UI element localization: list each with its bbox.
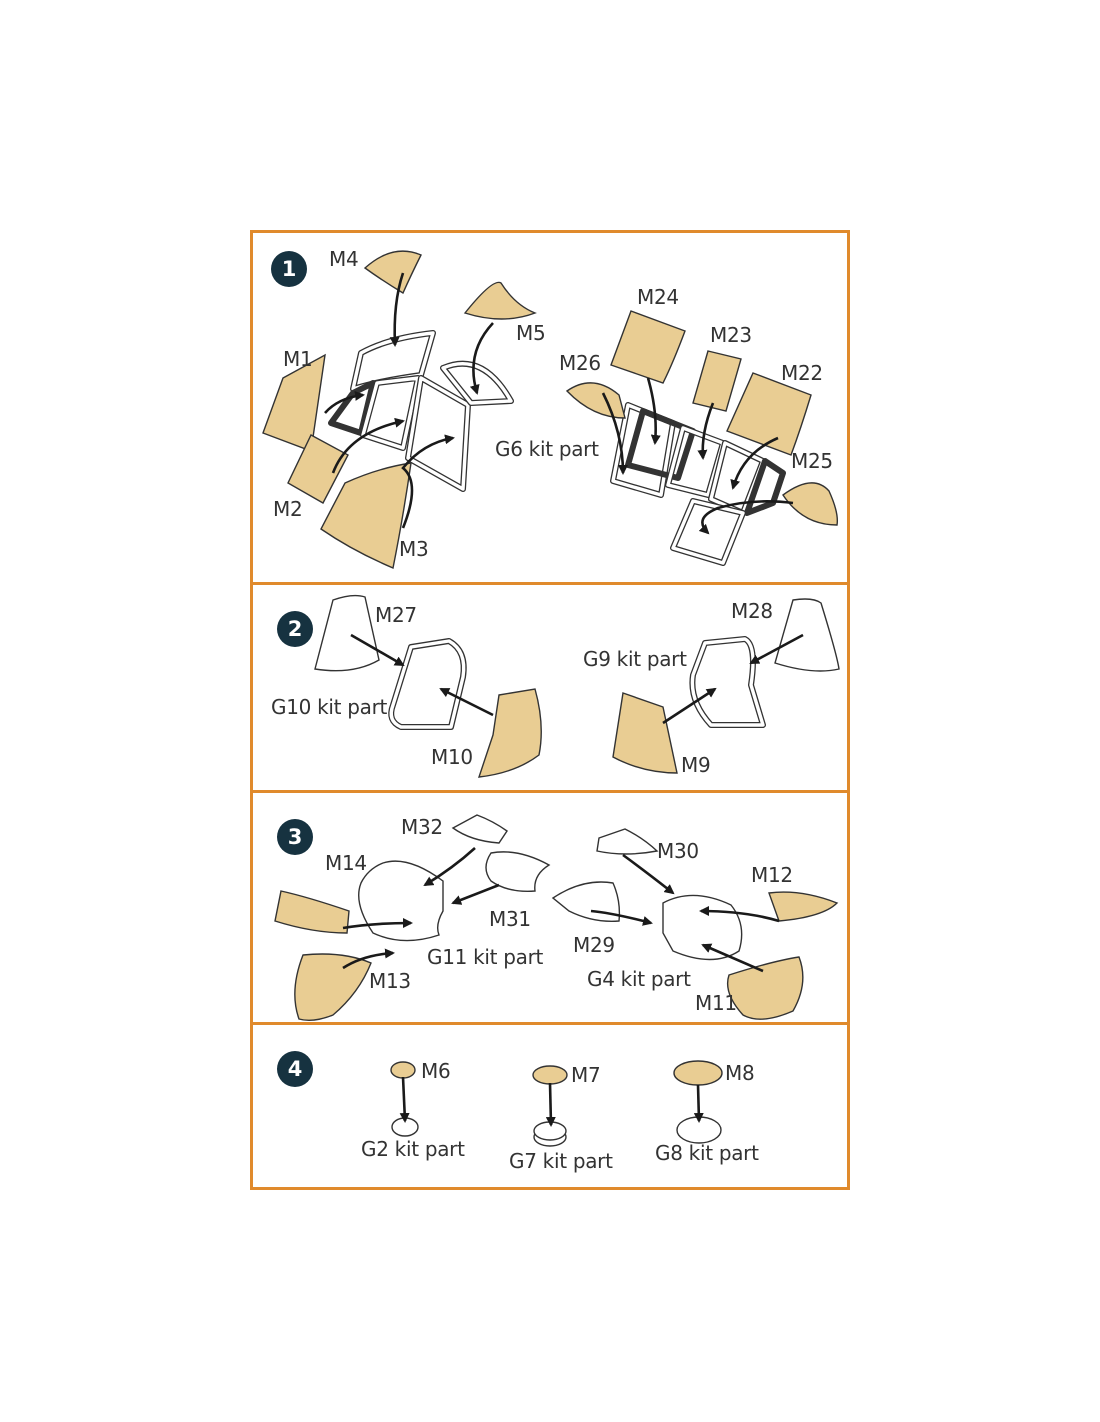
mask-m14 [274,890,350,934]
g7-kit-part [533,1121,567,1147]
step-badge: 4 [277,1051,313,1087]
instruction-sheet: 1 M4 M5 M1 M2 M3 M24 M23 M26 M22 M25 G6 … [250,230,850,1190]
label-g4-kit-part: G4 kit part [587,967,691,991]
g4-kit-part [662,894,743,961]
mask-m24 [610,310,686,384]
label-m9: M9 [681,753,711,777]
label-m3: M3 [399,537,429,561]
label-m10: M10 [431,745,473,769]
label-m6: M6 [421,1059,451,1083]
label-g6-kit-part: G6 kit part [495,437,599,461]
mask-m27 [314,594,380,672]
label-m8: M8 [725,1061,755,1085]
label-m11: M11 [695,991,737,1015]
mask-m12 [768,891,839,922]
label-m4: M4 [329,247,359,271]
mask-m7 [532,1065,568,1085]
mask-m30 [596,828,659,855]
mask-m13 [294,953,372,1022]
label-g8-kit-part: G8 kit part [655,1141,759,1165]
g6-canopy-frame-left [328,330,514,492]
label-m5: M5 [516,321,546,345]
label-m31: M31 [489,907,531,931]
label-g10-kit-part: G10 kit part [271,695,388,719]
step-badge: 1 [271,251,307,287]
mask-m5 [463,281,537,320]
label-m22: M22 [781,361,823,385]
label-m28: M28 [731,599,773,623]
mask-m11 [726,956,804,1020]
mask-m29 [551,881,621,922]
label-m26: M26 [559,351,601,375]
mask-m22 [726,372,812,456]
label-m24: M24 [637,285,679,309]
mask-m3 [320,462,412,569]
label-m14: M14 [325,851,367,875]
step-2-diagram [314,594,840,778]
mask-m26 [565,382,626,419]
step-badge: 3 [277,819,313,855]
mask-m10 [477,688,542,778]
label-g2-kit-part: G2 kit part [361,1137,465,1161]
mask-m6 [390,1061,416,1079]
step-1-panel: 1 M4 M5 M1 M2 M3 M24 M23 M26 M22 M25 G6 … [250,230,850,585]
label-g11-kit-part: G11 kit part [427,945,544,969]
mask-m23 [692,350,742,412]
label-m12: M12 [751,863,793,887]
step-3-panel: 3 M32 M14 M31 G11 kit part M13 M30 M12 M… [250,790,850,1025]
step-1-diagram [262,250,839,569]
mask-m4 [363,250,422,295]
label-m30: M30 [657,839,699,863]
mask-m25 [782,482,839,526]
step-3-diagram [274,814,839,1022]
g9-kit-frame [689,636,766,728]
mask-m9 [612,692,678,774]
label-g7-kit-part: G7 kit part [509,1149,613,1173]
mask-m32 [451,814,508,844]
mask-m31 [485,851,551,892]
label-m7: M7 [571,1063,601,1087]
step-badge: 2 [277,611,313,647]
mask-m28 [774,598,840,672]
label-m32: M32 [401,815,443,839]
step-2-panel: 2 M27 G10 kit part M10 M28 G9 kit part M… [250,582,850,793]
label-g9-kit-part: G9 kit part [583,647,687,671]
g11-kit-part [358,860,444,942]
label-m1: M1 [283,347,313,371]
mask-m8 [673,1060,723,1086]
step-4-panel: 4 M6 M7 M8 G2 kit part G7 kit part G8 ki… [250,1022,850,1190]
label-m29: M29 [573,933,615,957]
step-4-diagram [390,1060,723,1147]
label-m13: M13 [369,969,411,993]
g10-kit-frame [388,638,467,730]
label-m23: M23 [710,323,752,347]
label-m27: M27 [375,603,417,627]
label-m2: M2 [273,497,303,521]
label-m25: M25 [791,449,833,473]
mask-m2 [287,434,349,504]
